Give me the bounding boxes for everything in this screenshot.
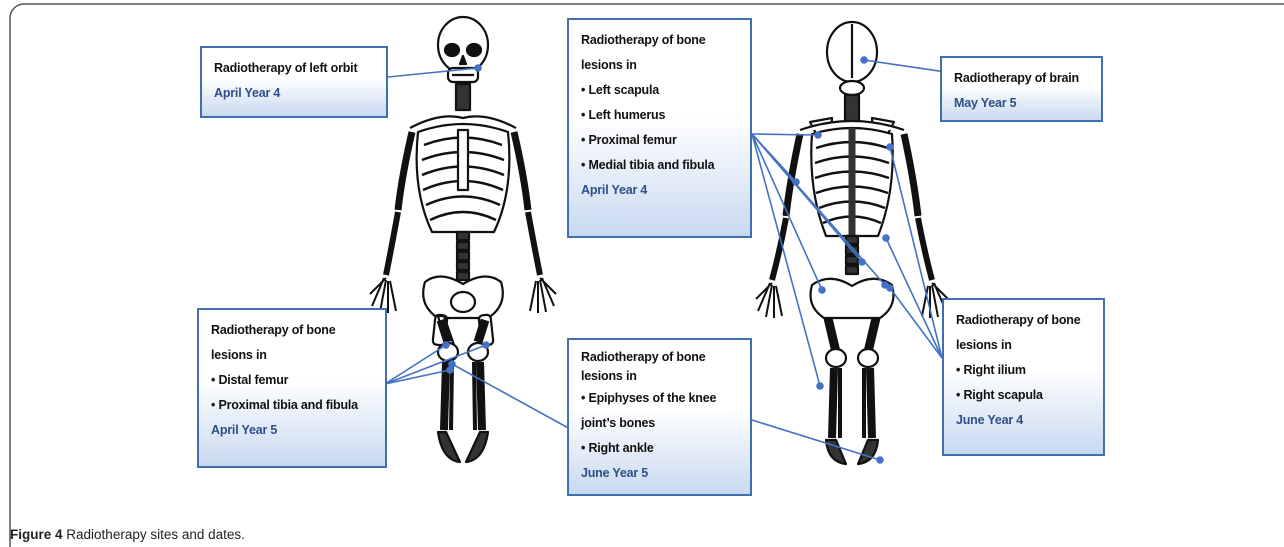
box-title-line: lesions in — [956, 333, 1093, 358]
box-date: April Year 4 — [581, 178, 740, 203]
list-item: • Proximal tibia and fibula — [211, 393, 375, 418]
box-title-line: Radiotherapy of bone — [581, 348, 740, 367]
box-brain: Radiotherapy of brain May Year 5 — [940, 56, 1103, 122]
box-date: April Year 4 — [214, 81, 376, 106]
list-item: • Right scapula — [956, 383, 1093, 408]
list-item: • Left humerus — [581, 103, 740, 128]
figure-caption-text: Radiotherapy sites and dates. — [66, 527, 245, 542]
list-item: • Epiphyses of the knee — [581, 386, 740, 411]
front-skeleton — [370, 17, 556, 462]
list-item: • Distal femur — [211, 368, 375, 393]
box-bone-lesions-april-year5: Radiotherapy of bone lesions in • Distal… — [197, 308, 387, 468]
box-title-line: Radiotherapy of bone — [211, 318, 375, 343]
box-title-line: Radiotherapy of left orbit — [214, 56, 376, 81]
list-item: • Right ankle — [581, 436, 740, 461]
box-date: April Year 5 — [211, 418, 375, 443]
box-title-line: Radiotherapy of brain — [954, 66, 1091, 91]
list-item: • Medial tibia and fibula — [581, 153, 740, 178]
box-ilium-june-year4: Radiotherapy of bone lesions in • Right … — [942, 298, 1105, 456]
box-date: June Year 5 — [581, 461, 740, 486]
box-title-line: lesions in — [581, 367, 740, 386]
back-skeleton — [756, 22, 948, 464]
box-left-orbit: Radiotherapy of left orbit April Year 4 — [200, 46, 388, 118]
figure-label: Figure 4 — [10, 527, 63, 542]
box-title-line: lesions in — [211, 343, 375, 368]
box-title-line: Radiotherapy of bone — [956, 308, 1093, 333]
list-item: • Right ilium — [956, 358, 1093, 383]
box-date: June Year 4 — [956, 408, 1093, 433]
box-knee-june-year5: Radiotherapy of bone lesions in • Epiphy… — [567, 338, 752, 496]
box-bone-lesions-april-year4: Radiotherapy of bone lesions in • Left s… — [567, 18, 752, 238]
box-title-line: Radiotherapy of bone — [581, 28, 740, 53]
box-date: May Year 5 — [954, 91, 1091, 116]
list-item: joint’s bones — [581, 411, 740, 436]
box-title-line: lesions in — [581, 53, 740, 78]
list-item: • Proximal femur — [581, 128, 740, 153]
list-item: • Left scapula — [581, 78, 740, 103]
figure-caption: Figure 4 Radiotherapy sites and dates. — [10, 527, 245, 542]
